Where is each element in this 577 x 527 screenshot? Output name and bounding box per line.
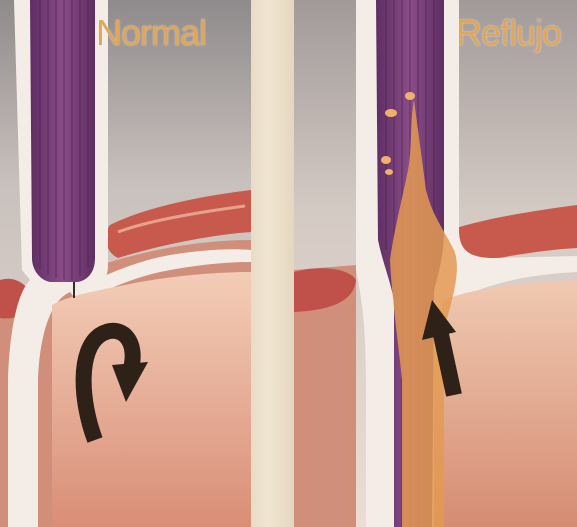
- normal-label: Normal: [96, 12, 206, 54]
- normal-illustration: [0, 0, 251, 527]
- panel-divider: [251, 0, 294, 527]
- reflux-panel: Reflujo: [294, 0, 577, 527]
- normal-panel: Normal: [0, 0, 251, 527]
- reflux-illustration: [294, 0, 577, 527]
- stomach: [434, 280, 577, 527]
- reflux-label: Reflujo: [456, 12, 561, 54]
